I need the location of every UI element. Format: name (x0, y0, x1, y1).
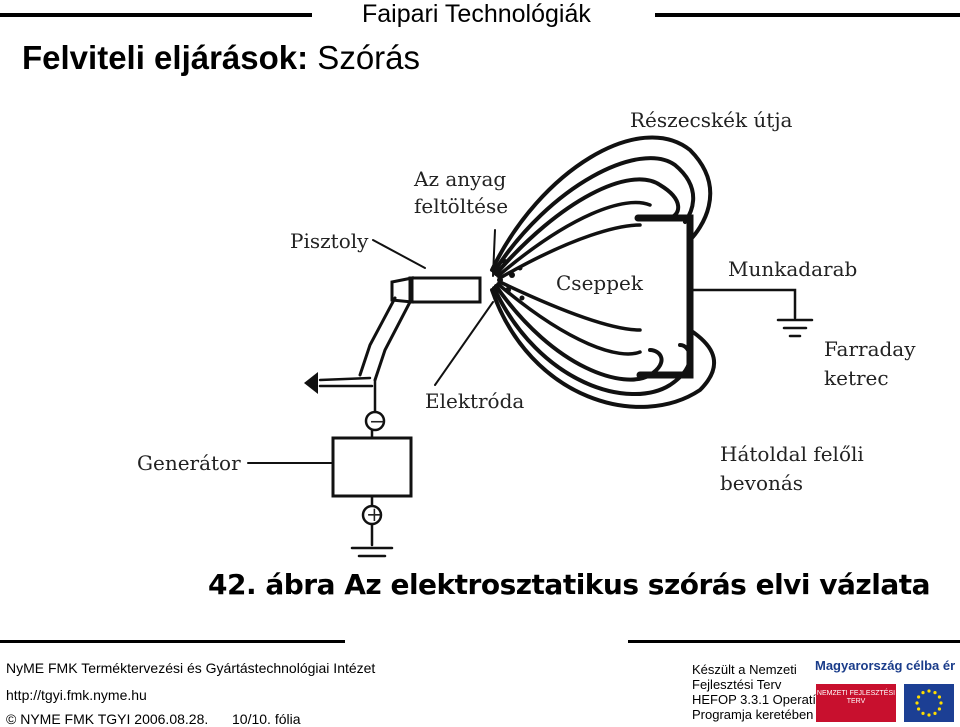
label-charging-2: feltöltése (414, 194, 508, 218)
label-particle-path: Részecskék útja (630, 108, 793, 132)
funding-line-3: HEFOP 3.3.1 Operatív (692, 692, 823, 707)
field-line (490, 288, 716, 409)
footer-slide-number: 10/10. fólia (232, 711, 301, 727)
label-back-coating-2: bevonás (720, 471, 803, 495)
header-rule-right (655, 13, 960, 17)
air-inlet-arrow-icon (304, 372, 318, 394)
droplet (505, 287, 511, 293)
field-line (494, 284, 664, 382)
slide-title-rest: Szórás (308, 39, 421, 76)
header-rule-left (0, 13, 312, 17)
footer-rule-right (628, 640, 960, 643)
field-line (498, 280, 642, 332)
label-gun: Pisztoly (290, 229, 369, 253)
droplet (519, 295, 525, 301)
droplet (517, 265, 523, 271)
air-hose (318, 376, 374, 388)
field-line (494, 177, 681, 276)
droplet (502, 259, 508, 265)
motto-text: Magyarország célba ér (815, 658, 956, 673)
ground-symbol (350, 546, 394, 558)
charging-leader (492, 229, 496, 277)
field-line (490, 135, 713, 272)
footer-institute: NyME FMK Terméktervezési és Gyártástechn… (6, 660, 376, 676)
field-line (492, 156, 696, 274)
electrode-leader (434, 301, 494, 386)
spray-gun-body (408, 276, 482, 304)
funding-line-4: Programja keretében (692, 707, 814, 722)
header-title: Faipari Technológiák (362, 0, 591, 28)
workpiece-frame (634, 214, 694, 379)
eu-stars-icon (915, 689, 943, 717)
plus-terminal (361, 504, 383, 526)
nft-logo-text: NEMZETI FEJLESZTÉSI TERV (816, 690, 896, 705)
footer-rule-left (0, 640, 345, 643)
plus-sign: + (366, 502, 383, 526)
footer-copyright: © NYME FMK TGYI 2006.08.28. (6, 711, 209, 727)
minus-terminal (364, 410, 386, 432)
field-line (496, 200, 652, 278)
funding-line-1: Készült a Nemzeti (692, 662, 797, 677)
field-line (496, 282, 642, 356)
figure-caption: 42. ábra Az elektrosztatikus szórás elvi… (208, 568, 931, 601)
droplet (509, 272, 515, 278)
funding-line-2: Fejlesztési Terv (692, 677, 782, 692)
nft-logo: NEMZETI FEJLESZTÉSI TERV (816, 684, 896, 722)
minus-sign: − (369, 409, 386, 433)
label-droplets: Cseppek (556, 271, 644, 295)
electrostatic-spray-diagram: − + Részecskék útja Az anyag feltöltése … (137, 108, 916, 558)
label-back-coating-1: Hátoldal felőli (720, 442, 864, 466)
field-line (498, 223, 642, 280)
label-electrode: Elektróda (425, 389, 524, 413)
spray-gun-grip (390, 276, 414, 304)
label-charging-1: Az anyag (413, 167, 506, 191)
footer-url[interactable]: http://tgyi.fmk.nyme.hu (6, 687, 147, 703)
label-faraday-2: ketrec (824, 366, 889, 390)
workpiece-ground-wire (688, 288, 797, 320)
label-faraday-1: Farraday (824, 337, 916, 361)
eu-flag-icon (904, 684, 954, 722)
ground-symbol (776, 318, 814, 338)
spray-gun-handle (358, 296, 412, 382)
slide-title-bold: Felviteli eljárások: (22, 39, 309, 76)
label-workpiece: Munkadarab (728, 257, 857, 281)
generator-box (331, 436, 413, 498)
droplet (497, 277, 503, 283)
slide-title: Felviteli eljárások: Szórás (22, 38, 420, 78)
gun-label-leader (372, 239, 426, 269)
label-generator: Generátor (137, 451, 241, 475)
